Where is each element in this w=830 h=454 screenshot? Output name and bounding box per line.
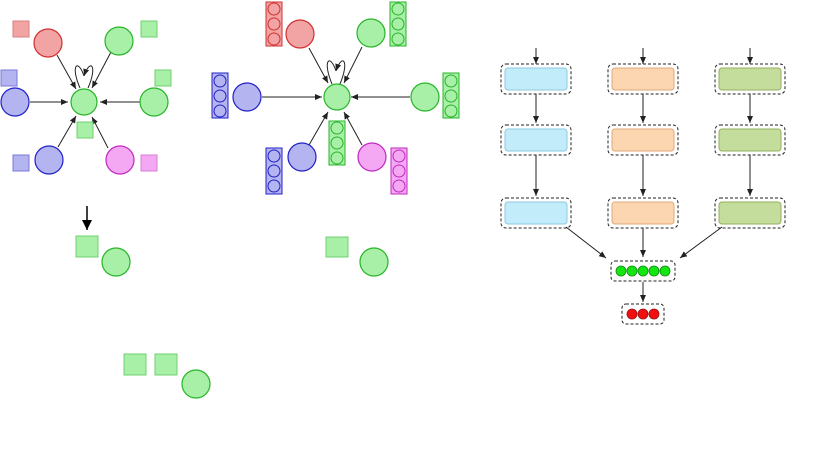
fusion-dot-2 [626, 265, 638, 277]
layer-block-olive-1 [718, 67, 782, 91]
panel2-edges [262, 46, 410, 146]
merge-arrow-left [565, 226, 607, 259]
panel2-pink-node [357, 142, 387, 172]
fusion-dot-1 [615, 265, 627, 277]
output-dot-2 [637, 308, 649, 320]
panel2-red-feature-stack [265, 1, 283, 47]
panel2-result-square [325, 236, 349, 258]
panel1-red-feature-square [12, 20, 30, 38]
layer-block-olive-3 [718, 201, 782, 225]
panel2-red-node [285, 19, 315, 49]
output-dot-1 [626, 308, 638, 320]
layer-block-cyan-2 [504, 128, 568, 152]
fusion-dot-4 [648, 265, 660, 277]
panel2-green-node-right [410, 82, 440, 112]
panel2-green-feature-stack-right [442, 72, 460, 119]
panel-multi-branch-network [500, 48, 786, 325]
panel2-center-node [323, 83, 351, 111]
layer-block-orange-3 [611, 201, 675, 225]
panel1-blue-feature-square-left [0, 69, 18, 87]
panel1-pink-node [105, 145, 135, 175]
panel1-green-feature-square-center [76, 121, 94, 139]
layer-block-orange-2 [611, 128, 675, 152]
panel1-combined-square-a [123, 353, 147, 376]
layer-block-cyan-3 [504, 201, 568, 225]
panel1-green-feature-square-right [154, 69, 172, 87]
panel1-red-node [33, 28, 63, 58]
panel2-blue-node-bottom [287, 142, 317, 172]
layer-block-cyan-1 [504, 67, 568, 91]
panel1-green-node-right [139, 87, 169, 117]
panel1-result-square [75, 235, 99, 258]
panel1-combined-square-b [154, 353, 178, 376]
panel1-combined-node [181, 369, 211, 399]
panel1-green-node-top [104, 26, 134, 56]
panel-neighbor-aggregation-scalar [0, 20, 211, 399]
panel-neighbor-aggregation-vector [211, 1, 460, 277]
panel2-green-feature-stack-top [389, 1, 407, 47]
panel2-blue-feature-stack-bottom [265, 147, 283, 195]
panel1-pink-feature-square [140, 154, 158, 172]
panel2-result-node [359, 247, 389, 277]
panel1-result-node [101, 247, 131, 277]
panel1-edges [30, 51, 140, 149]
panel2-pink-feature-stack [390, 147, 408, 195]
panel2-blue-feature-stack-left [211, 72, 229, 119]
merge-arrow-right [679, 226, 723, 259]
layer-block-olive-2 [718, 128, 782, 152]
output-dot-3 [648, 308, 660, 320]
panel2-blue-node-left [232, 82, 262, 112]
panel1-blue-feature-square-bottom [12, 154, 30, 172]
fusion-dot-3 [637, 265, 649, 277]
panel2-green-feature-stack-center [328, 120, 346, 166]
layer-block-orange-1 [611, 67, 675, 91]
panel1-green-feature-square-top [140, 20, 158, 38]
panel1-blue-node-left [0, 87, 30, 117]
panel1-center-node [70, 88, 98, 116]
panel1-blue-node-bottom [34, 145, 64, 175]
fusion-dot-5 [659, 265, 671, 277]
panel2-green-node-top [356, 18, 386, 48]
